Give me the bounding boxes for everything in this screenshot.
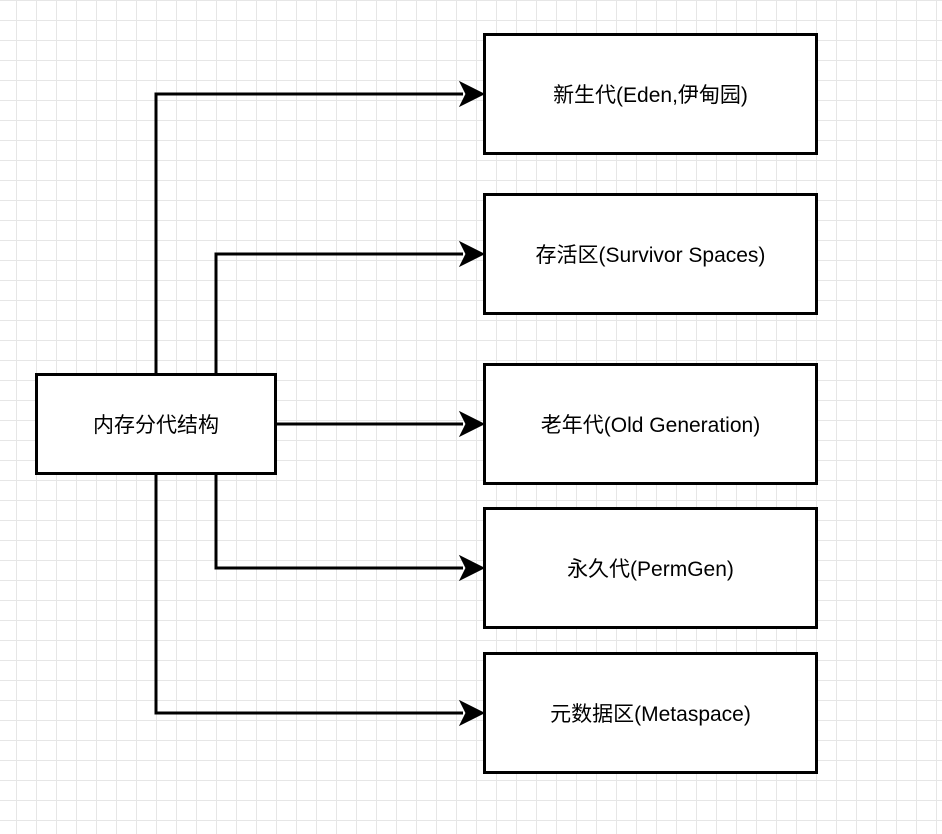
root-node-memory-generations: 内存分代结构 xyxy=(35,373,277,475)
connector-eden xyxy=(154,92,463,373)
node-metaspace-label: 元数据区(Metaspace) xyxy=(550,703,751,726)
node-permgen-label: 永久代(PermGen) xyxy=(567,558,734,581)
arrowhead-eden xyxy=(458,80,486,108)
arrowhead-old-generation xyxy=(458,410,486,438)
arrowhead-survivor xyxy=(458,240,486,268)
node-old-generation: 老年代(Old Generation) xyxy=(483,363,818,485)
arrowhead-permgen xyxy=(458,554,486,582)
node-metaspace: 元数据区(Metaspace) xyxy=(483,652,818,774)
root-node-label: 内存分代结构 xyxy=(93,414,219,437)
node-eden-label: 新生代(Eden,伊甸园) xyxy=(553,84,748,107)
node-survivor-label: 存活区(Survivor Spaces) xyxy=(535,244,766,267)
connector-permgen xyxy=(214,474,463,570)
connector-survivor xyxy=(214,252,463,373)
node-eden: 新生代(Eden,伊甸园) xyxy=(483,33,818,155)
node-old-generation-label: 老年代(Old Generation) xyxy=(540,414,761,437)
node-survivor-spaces: 存活区(Survivor Spaces) xyxy=(483,193,818,315)
connector-metaspace xyxy=(154,474,463,715)
arrowhead-metaspace xyxy=(458,699,486,727)
node-permgen: 永久代(PermGen) xyxy=(483,507,818,629)
